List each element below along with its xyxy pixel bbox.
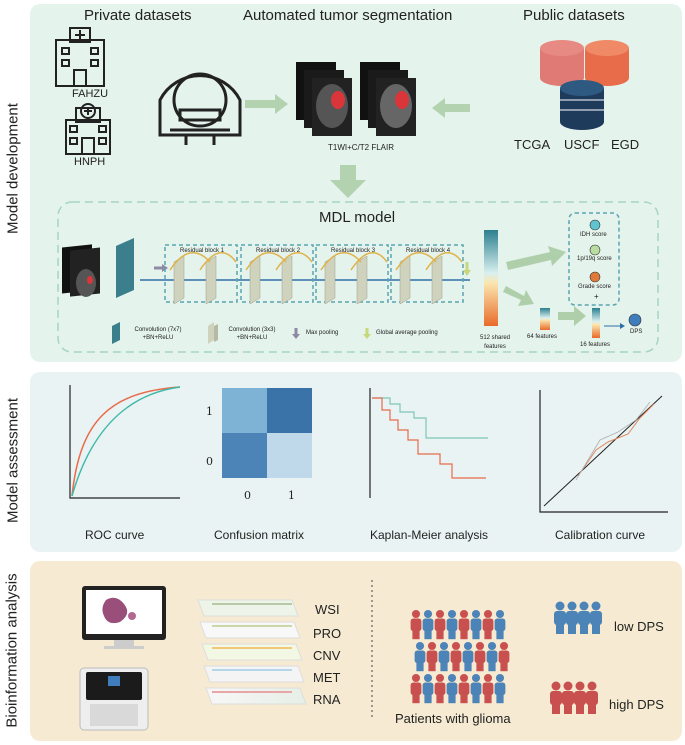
score-1p19q-label: 1p/19q score <box>577 256 612 262</box>
mri-scanner-icon <box>158 72 242 145</box>
skip-connections <box>169 252 463 271</box>
assessment-panel <box>30 372 682 552</box>
public-set-uscf: USCF <box>564 137 600 152</box>
legend-conv3-label: Convolution (3x3) +BN+ReLU <box>228 327 276 341</box>
confusion-matrix <box>222 388 312 478</box>
mdl-title: MDL model <box>319 209 396 226</box>
score-idh-label: IDH score <box>580 232 607 238</box>
cm-row-label-0: 0 <box>206 455 213 468</box>
omics-layers <box>197 599 307 705</box>
residual-block-2-label: Residual block 2 <box>256 248 301 254</box>
layer-label-met: MET <box>313 670 341 685</box>
flow-arrows <box>245 94 470 198</box>
mri-caption: T1WI+C/T2 FLAIR <box>328 143 395 152</box>
plus-sign: + <box>594 292 599 301</box>
layer-label-cnv: CNV <box>313 648 341 663</box>
auto-seg-title: Automated tumor segmentation <box>243 7 453 24</box>
hospital-fahzu-label: FAHZU <box>72 88 109 100</box>
hospital-fahzu-icon <box>55 27 105 87</box>
cm-row-label-1: 1 <box>206 405 213 418</box>
hospital-hnph-label: HNPH <box>74 156 106 168</box>
layer-label-wsi: WSI <box>315 602 340 617</box>
features-64-label: 64 features <box>527 334 558 340</box>
score-grade-label: Grade score <box>578 284 612 290</box>
sequencer-icon <box>79 667 149 731</box>
input-image-icon <box>62 244 100 297</box>
feature-vector-64 <box>540 308 550 330</box>
residual-blocks <box>164 244 464 303</box>
km-plot <box>369 388 488 498</box>
public-set-egd: EGD <box>611 137 640 152</box>
low-dps-group-icon <box>554 601 602 634</box>
layer-label-rna: RNA <box>313 692 341 707</box>
cm-col-label-0: 0 <box>244 489 251 502</box>
patients-group-icon <box>410 609 510 704</box>
residual-block-4-label: Residual block 4 <box>406 248 451 254</box>
public-set-tcga: TCGA <box>514 137 551 152</box>
feature-vector-16 <box>592 308 600 338</box>
low-dps-label: low DPS <box>614 619 664 634</box>
database-icon <box>540 40 629 130</box>
conv3-layers <box>173 255 443 305</box>
roc-curve-plot <box>69 385 181 499</box>
patients-label: Patients with glioma <box>395 711 511 726</box>
dps-label: DPS <box>630 329 643 335</box>
high-dps-label: high DPS <box>609 697 664 712</box>
shared-feature-vector <box>484 230 498 326</box>
legend-maxpool-label: Max pooling <box>306 330 339 336</box>
monitor-icon <box>82 586 166 649</box>
cm-col-label-1: 1 <box>288 489 295 502</box>
private-datasets-title: Private datasets <box>84 7 192 24</box>
caption-km: Kaplan-Meier analysis <box>370 528 489 542</box>
residual-block-1-label: Residual block 1 <box>180 248 225 254</box>
caption-calibration: Calibration curve <box>555 528 646 542</box>
legend-gap-label: Global average pooling <box>376 330 438 336</box>
public-datasets-title: Public datasets <box>523 7 625 24</box>
features-16-label: 16 features <box>580 342 611 348</box>
high-dps-group-icon <box>550 681 598 714</box>
caption-confusion: Confusion matrix <box>214 528 305 542</box>
residual-block-3-label: Residual block 3 <box>331 248 376 254</box>
hospital-hnph-icon <box>65 103 111 155</box>
calibration-plot <box>539 390 668 513</box>
layer-label-pro: PRO <box>313 626 342 641</box>
shared-features-label: 512 shared features <box>479 335 511 350</box>
mri-slices-icon <box>296 62 416 136</box>
legend-conv7-label: Convolution (7x7) +BN+ReLU <box>134 327 182 341</box>
caption-roc: ROC curve <box>85 528 145 542</box>
